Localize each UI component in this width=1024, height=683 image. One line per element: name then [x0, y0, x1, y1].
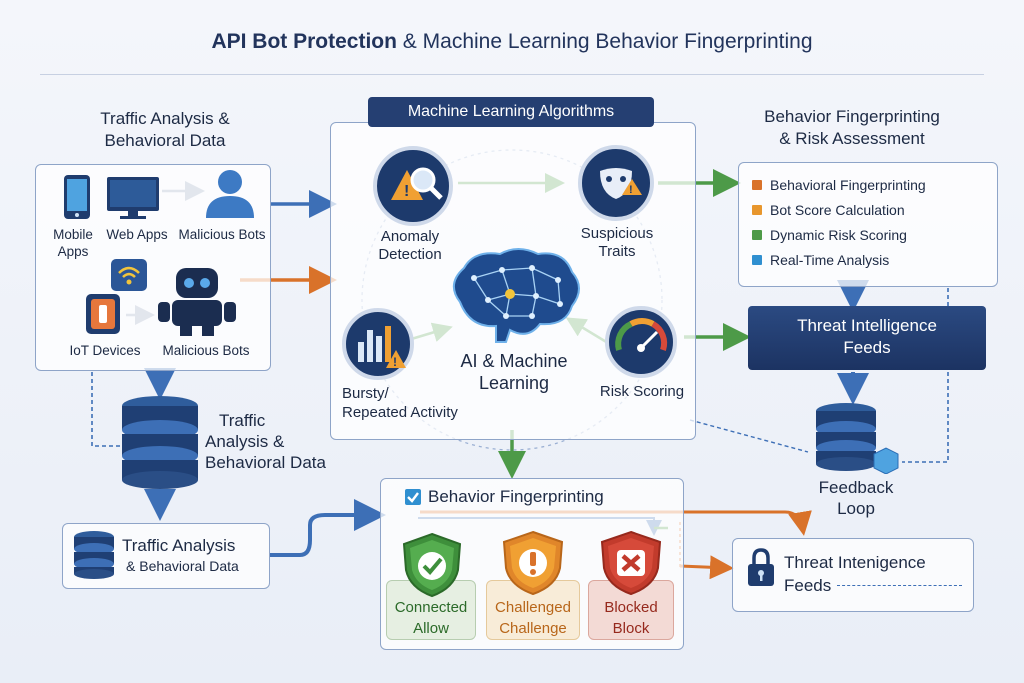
mask-warning-icon: ! — [578, 145, 654, 221]
fingerprint-list: Behavioral Fingerprinting Bot Score Calc… — [752, 172, 992, 272]
database-icon — [122, 396, 198, 489]
title-divider — [40, 74, 984, 75]
anomaly-label: Anomaly Detection — [378, 228, 442, 263]
shield-x-icon — [600, 530, 662, 596]
traffic-heading: Traffic Analysis & Behavioral Data — [100, 109, 230, 150]
wifi-icon — [111, 259, 147, 291]
web-apps-label: Web Apps — [106, 227, 168, 242]
iot-devices-label: IoT Devices — [69, 343, 141, 358]
title-rest: & Machine Learning Behavior Fingerprinti… — [396, 30, 813, 53]
risk-scoring-label: Risk Scoring — [599, 383, 685, 400]
fingerprint-bullet-0 — [752, 179, 762, 190]
feedback-loop-label: Feedback Loop — [818, 478, 894, 518]
fingerprint-bullet-2 — [752, 229, 762, 240]
bursty-label: Bursty/ Repeated Activity — [342, 385, 458, 421]
monitor-icon — [107, 177, 159, 219]
fingerprint-item: Dynamic Risk Scoring — [752, 222, 992, 247]
feedback-database-icon — [816, 403, 899, 474]
behavior-box-title: Behavior Fingerprinting — [428, 487, 604, 506]
risk-gauge-icon — [605, 306, 677, 378]
bar-chart-warning-icon: ! — [342, 308, 414, 380]
brain-network-icon — [453, 248, 580, 343]
page-title: API Bot Protection & Machine Learning Be… — [0, 30, 1024, 54]
small-database-icon — [74, 531, 114, 579]
threat-intel-box: Threat Intelligence Feeds — [748, 306, 986, 370]
threat-intel-2-label: Threat Intenigence Feeds — [784, 551, 968, 597]
malicious-bots-label-2: Malicious Bots — [162, 343, 250, 358]
robot-icon — [158, 268, 236, 336]
allow-label: Connected Allow — [394, 599, 468, 637]
shield-check-icon — [402, 532, 462, 598]
user-icon — [206, 170, 254, 218]
mobile-apps-label: Mobile Apps — [53, 227, 93, 259]
suspicious-label: Suspicious Traits — [580, 225, 654, 260]
malicious-bots-label-1: Malicious Bots — [178, 227, 266, 242]
db-label: Traffic Analysis & Behavioral Data — [205, 411, 326, 472]
fingerprint-item: Behavioral Fingerprinting — [752, 172, 992, 197]
iot-device-icon — [86, 294, 120, 334]
checkbox-icon — [405, 489, 421, 505]
arrow-behavior-to-threat2 — [420, 510, 812, 536]
svg-text:!: ! — [629, 184, 633, 196]
anomaly-search-icon: ! — [373, 146, 453, 226]
padlock-icon — [748, 548, 774, 586]
mobile-phone-icon — [64, 175, 90, 219]
arrow-smalldb-to-behavior — [270, 499, 386, 557]
dashed-feed-line — [837, 585, 962, 586]
ml-header: Machine Learning Algorithms — [368, 97, 654, 127]
fingerprint-heading: Behavior Fingerprinting & Risk Assessmen… — [764, 107, 940, 148]
shield-exclamation-icon — [502, 530, 564, 596]
fingerprint-bullet-1 — [752, 204, 762, 215]
svg-text:!: ! — [404, 183, 409, 200]
dashed-loop-left — [91, 372, 122, 447]
challenge-label: Challenged Challenge — [495, 599, 571, 637]
small-db-label: Traffic Analysis & Behavioral Data — [122, 536, 239, 574]
block-label: Blocked Block — [604, 599, 658, 637]
svg-text:!: ! — [393, 355, 397, 369]
fingerprint-bullet-3 — [752, 254, 762, 265]
fingerprint-item: Bot Score Calculation — [752, 197, 992, 222]
fingerprint-item: Real-Time Analysis — [752, 247, 992, 272]
title-bold: API Bot Protection — [211, 30, 397, 53]
ai-ml-label: AI & Machine Learning — [460, 351, 568, 393]
fingerprint-panel — [738, 162, 998, 287]
